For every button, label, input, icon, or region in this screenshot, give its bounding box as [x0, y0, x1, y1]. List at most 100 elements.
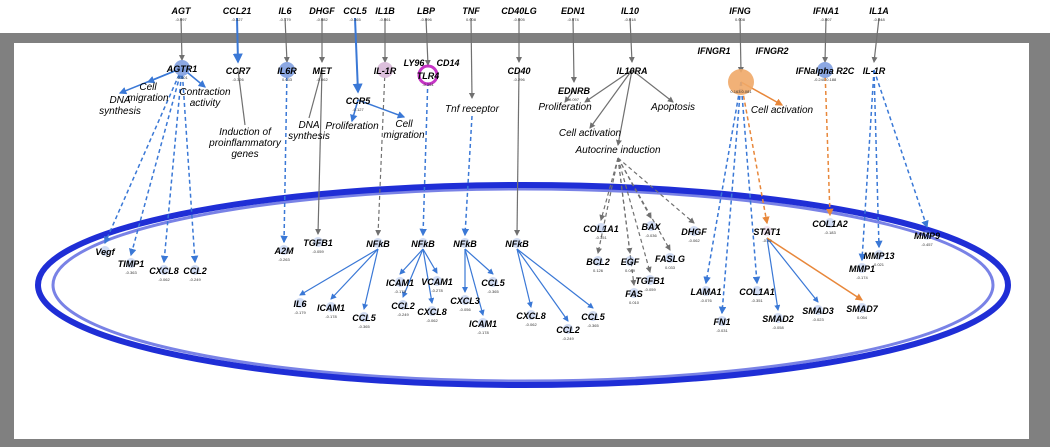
bottom-gene-mmp9: MMP9 — [914, 231, 940, 241]
edge — [873, 69, 883, 249]
edge — [822, 17, 829, 63]
bottom-node-egf-circle — [625, 256, 635, 266]
edge — [181, 67, 199, 264]
bottom-node-fas-circle — [629, 288, 639, 298]
edge — [362, 248, 379, 310]
bottom-gene-col1a1b-value: -0.351 — [751, 298, 763, 303]
bottom-gene-smad3: SMAD3 — [802, 306, 834, 316]
bottom-gene-ccl5c: CCL5 — [581, 312, 605, 322]
node-met-label: MET — [313, 66, 334, 76]
edge — [718, 81, 742, 315]
top-gene-ifna1: IFNA1 — [813, 6, 839, 16]
top-gene-dhgft-value: -0.082 — [316, 17, 328, 22]
bottom-gene-ccl2a: CCL2 — [183, 266, 207, 276]
bottom-node-vcam1-circle — [432, 276, 442, 286]
top-gene-il1b-value: -0.061 — [379, 17, 391, 22]
edge — [399, 248, 424, 275]
bottom-gene-col1a1a-value: -0.351 — [595, 235, 607, 240]
edge — [129, 67, 183, 257]
top-gene-ifna1-value: -0.007 — [820, 17, 832, 22]
bottom-node-ccl2a-circle — [190, 265, 200, 275]
bottom-node-vegf-circle — [100, 246, 110, 256]
edge — [232, 17, 243, 64]
edge — [617, 157, 671, 251]
node-il10ra-label: IL10RA — [616, 66, 647, 76]
node-tlr4-label: TLR4 — [417, 71, 440, 81]
bottom-node-bax-circle — [646, 221, 656, 231]
bottom-gene-fas-value: 0.010 — [629, 300, 640, 305]
bottom-gene-fn1-value: -0.031 — [716, 328, 728, 333]
bottom-gene-nfkb1: NFkB — [366, 239, 390, 249]
bottom-node-ccl5c-circle — [588, 311, 598, 321]
top-gene-lbp-value: -0.096 — [420, 17, 432, 22]
bottom-gene-smad3-value: -0.023 — [812, 317, 824, 322]
node-ifngc-circle — [728, 69, 754, 95]
bottom-node-col1a1a-circle — [596, 223, 606, 233]
bottom-gene-a2m: A2M — [273, 246, 294, 256]
node-ccr5-value: -0.127 — [352, 107, 364, 112]
bottom-gene-nfkb4: NFkB — [505, 239, 529, 249]
node-ccr5-label: CCR5 — [346, 96, 371, 106]
bottom-gene-nfkb3: NFkB — [453, 239, 477, 249]
bottom-gene-cxcl3-value: -0.056 — [459, 307, 471, 312]
top-gene-il1b: IL1B — [375, 6, 395, 16]
bottom-node-timp1-circle — [126, 258, 136, 268]
bottom-gene-bax-value: -0.036 — [645, 233, 657, 238]
edge — [419, 74, 429, 237]
node-il6r-label: IL6R — [277, 66, 297, 76]
bottom-gene-bcl2: BCL2 — [586, 257, 610, 267]
top-gene-tnf-value: 0.008 — [466, 17, 477, 22]
edge — [464, 248, 485, 316]
top-gene-il1a: IL1A — [869, 6, 889, 16]
bottom-gene-tgfb1a: TGFB1 — [303, 238, 333, 248]
edge — [280, 69, 288, 244]
node-il6r-value: 0.033 — [282, 77, 293, 82]
edge — [766, 237, 819, 303]
bottom-node-dhgfb-circle — [689, 226, 699, 236]
bottom-gene-mmp9-value: -0.457 — [921, 242, 933, 247]
bottom-gene-cxcl8c: CXCL8 — [516, 311, 546, 321]
bottom-node-tgfb1a-circle — [313, 237, 323, 247]
node-il1r-label: IL-1R — [374, 66, 397, 76]
bottom-gene-nfkb2: NFkB — [411, 239, 435, 249]
bottom-gene-lama1: LAMA1 — [691, 287, 722, 297]
bottom-gene-cxcl8b-value: -0.062 — [426, 318, 438, 323]
edge — [570, 17, 577, 83]
bottom-gene-col1a2: COL1A2 — [812, 219, 848, 229]
bottom-node-ccl5a-circle — [359, 312, 369, 322]
node-cd14-label: CD14 — [436, 58, 459, 68]
bottom-gene-vegf: Vegf — [95, 247, 115, 257]
edge — [237, 69, 246, 126]
bottom-gene-mmp13: MMP13 — [863, 251, 894, 261]
edge — [617, 157, 652, 219]
bottom-node-smad7-circle — [857, 303, 867, 313]
edge — [514, 69, 521, 236]
bottom-gene-ccl5a: CCL5 — [352, 313, 376, 323]
bottom-gene-bax: BAX — [641, 222, 661, 232]
top-gene-edn1-value: -0.074 — [567, 17, 579, 22]
bottom-node-smad3-circle — [813, 305, 823, 315]
bottom-gene-ccl2b-value: -0.249 — [397, 312, 409, 317]
edge — [824, 69, 834, 217]
bottom-gene-col1a1a: COL1A1 — [583, 224, 619, 234]
edge — [283, 17, 290, 63]
edge — [858, 69, 875, 262]
top-gene-ccl5t-value: -0.365 — [349, 17, 361, 22]
top-gene-tnf: TNF — [462, 6, 480, 16]
bottom-node-a2m-circle — [279, 245, 289, 255]
edges-layer — [104, 17, 929, 322]
bottom-node-icam1c-circle — [478, 318, 488, 328]
bottom-node-icam1a-circle — [326, 302, 336, 312]
bottom-gene-tgfb1a-value: -0.059 — [312, 249, 324, 254]
edge — [584, 69, 633, 103]
annotation-tnfr: Tnf receptor — [445, 104, 500, 115]
bottom-gene-cxcl8a: CXCL8 — [149, 266, 179, 276]
bottom-node-cxcl3-circle — [460, 295, 470, 305]
annotation-apop: Apoptosis — [650, 102, 695, 113]
bottom-gene-lama1-value: -0.076 — [700, 298, 712, 303]
bottom-gene-il6b: IL6 — [293, 299, 307, 309]
bottom-node-nfkb2-circle — [418, 238, 428, 248]
bottom-node-ccl2b-circle — [398, 300, 408, 310]
edge — [737, 17, 744, 73]
